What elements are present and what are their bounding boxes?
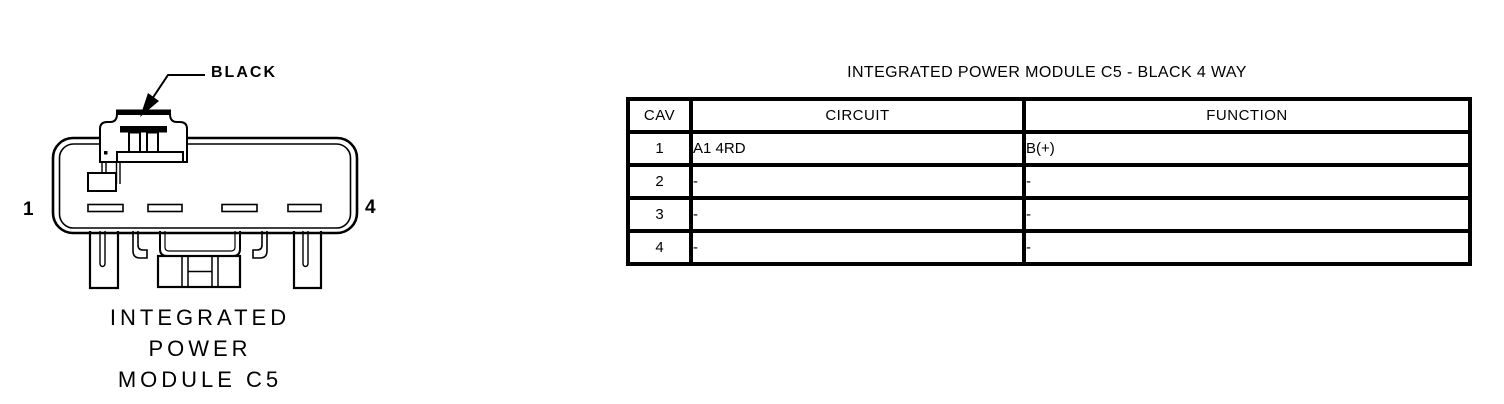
column-header-circuit: CIRCUIT [689,97,1026,134]
cell-function: B(+) [1022,130,1472,167]
pin-number-4: 4 [365,197,376,218]
connector-color-label: BLACK [211,64,277,81]
cell-cav: 1 [626,130,693,167]
mounting-leg-left-slot [99,231,106,268]
table-row: 3 - - [626,196,1472,233]
caption-line-2: POWER [148,336,252,361]
lock-block [156,254,242,289]
lock-recess-inner [164,231,236,252]
cell-circuit: - [689,229,1026,266]
terminal-box [87,172,117,192]
column-header-cav: CAV [626,97,693,134]
cell-function: - [1022,229,1472,266]
lock-hook-left [132,231,148,259]
column-header-function: FUNCTION [1022,97,1472,134]
connector-body-inner-outline [58,143,352,229]
latch-detail-base [116,151,184,163]
pin-slot-1 [87,203,124,213]
cell-function: - [1022,163,1472,200]
caption-line-1: INTEGRATED [109,305,291,330]
latch-dot [104,151,108,155]
cell-circuit: A1 4RD [689,130,1026,167]
table-row: 1 A1 4RD B(+) [626,130,1472,167]
table-title: INTEGRATED POWER MODULE C5 - BLACK 4 WAY [847,64,1247,81]
cell-cav: 4 [626,229,693,266]
pin-slot-2 [147,203,183,213]
connector-body-outline [51,136,359,235]
mounting-leg-right-slot [302,231,309,268]
table-row: 2 - - [626,163,1472,200]
lock-block-detail [181,256,219,287]
cell-function: - [1022,196,1472,233]
cell-cav: 3 [626,196,693,233]
mounting-leg-left [88,231,120,290]
connector-caption: INTEGRATED POWER MODULE C5 [85,302,315,395]
cell-cav: 2 [626,163,693,200]
connector-drawing [51,74,359,290]
pointer-arrowhead [140,93,159,117]
pin-slot-4 [287,203,322,213]
cell-circuit: - [689,196,1026,233]
cell-circuit: - [689,163,1026,200]
pin-number-1: 1 [23,199,34,220]
pinout-table: CAV CIRCUIT FUNCTION 1 A1 4RD B(+) 2 - -… [626,97,1472,266]
pin-slot-3 [221,203,258,213]
table-header-row: CAV CIRCUIT FUNCTION [626,97,1472,134]
latch-detail-leg-left [128,131,141,154]
caption-line-3: MODULE C5 [117,367,283,392]
latch-detail-leg-right [146,131,159,154]
terminal-wires [101,162,121,184]
lock-recess-outline [159,231,241,257]
mounting-leg-right [292,231,323,290]
latch-detail-bar [120,126,167,133]
table-row: 4 - - [626,229,1472,266]
lock-hook-right [252,231,268,259]
